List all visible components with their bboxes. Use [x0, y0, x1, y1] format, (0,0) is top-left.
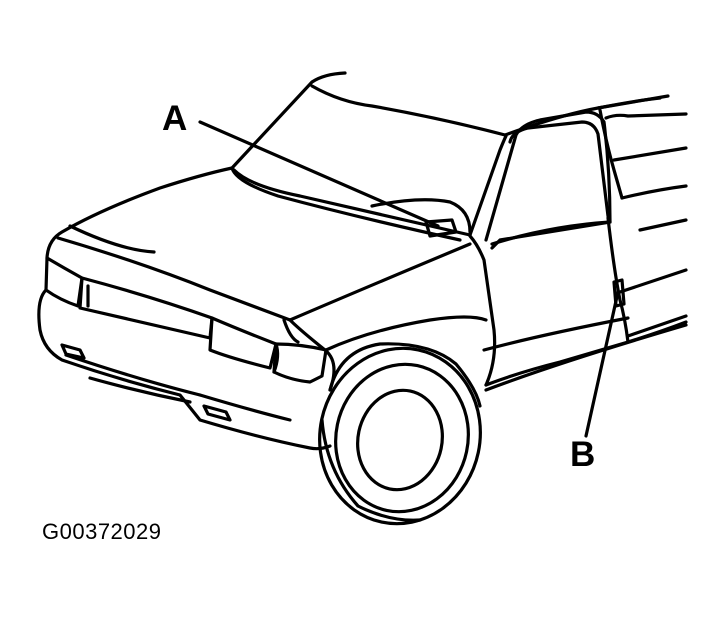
callout-a: A [162, 99, 187, 138]
leader-line-a [198, 120, 440, 228]
front-fender [288, 315, 488, 408]
figure-id: G00372029 [42, 519, 162, 544]
callout-b: B [570, 435, 595, 474]
leader-line-b [584, 290, 620, 438]
front-bumper [37, 288, 332, 451]
rear-door [484, 108, 688, 392]
front-wheel [318, 346, 482, 526]
front-fascia [44, 256, 328, 384]
front-door [468, 110, 630, 387]
vin-plate-marker [424, 218, 458, 238]
hood [45, 166, 472, 344]
